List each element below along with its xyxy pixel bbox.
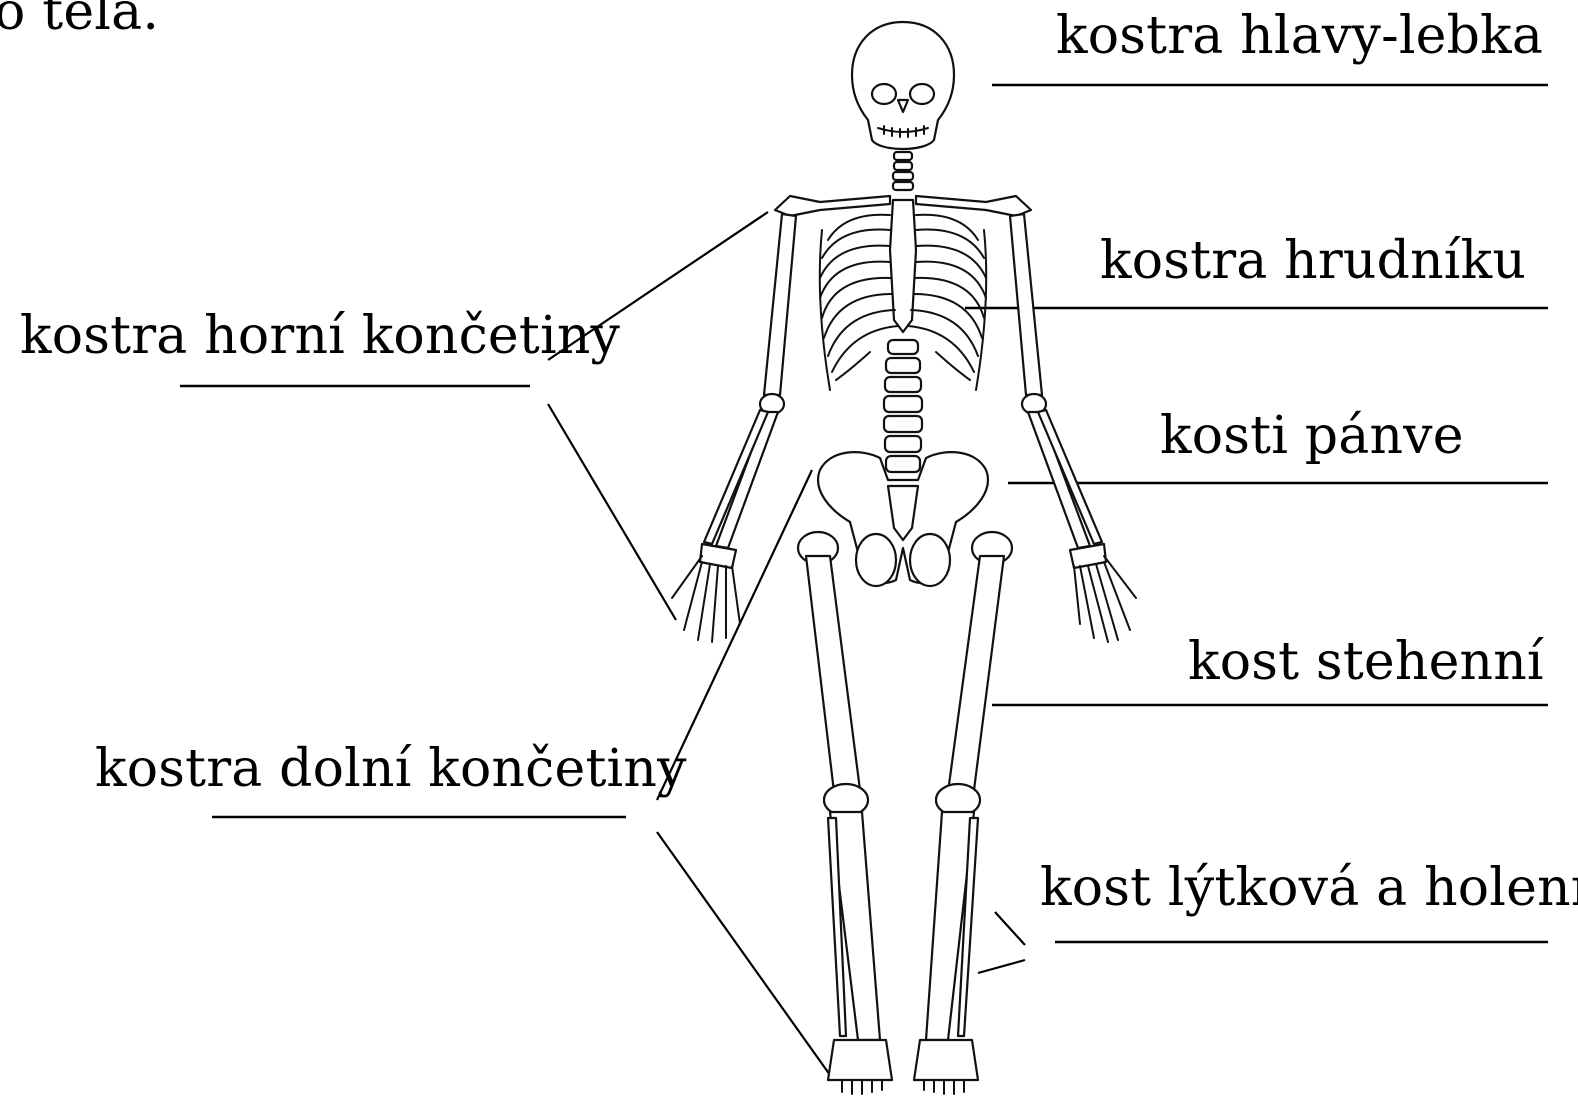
left-clavicle [775, 196, 890, 216]
cervical-spine [893, 152, 913, 190]
leader-shin-fibula [995, 912, 1025, 945]
lumbar-spine [884, 340, 922, 472]
leader-upper-limb-shoulder [548, 212, 768, 360]
skull [852, 22, 954, 149]
leader-upper-limb-hand [548, 404, 676, 620]
leader-shin-tibia [978, 960, 1025, 973]
right-clavicle [916, 196, 1031, 216]
left-arm [672, 214, 796, 642]
right-arm [1010, 214, 1136, 642]
right-leg [914, 532, 1012, 1094]
left-leg [798, 532, 892, 1094]
leader-lower-limb-foot [657, 832, 830, 1075]
sternum [890, 200, 916, 332]
skeleton-icon [672, 22, 1136, 1094]
